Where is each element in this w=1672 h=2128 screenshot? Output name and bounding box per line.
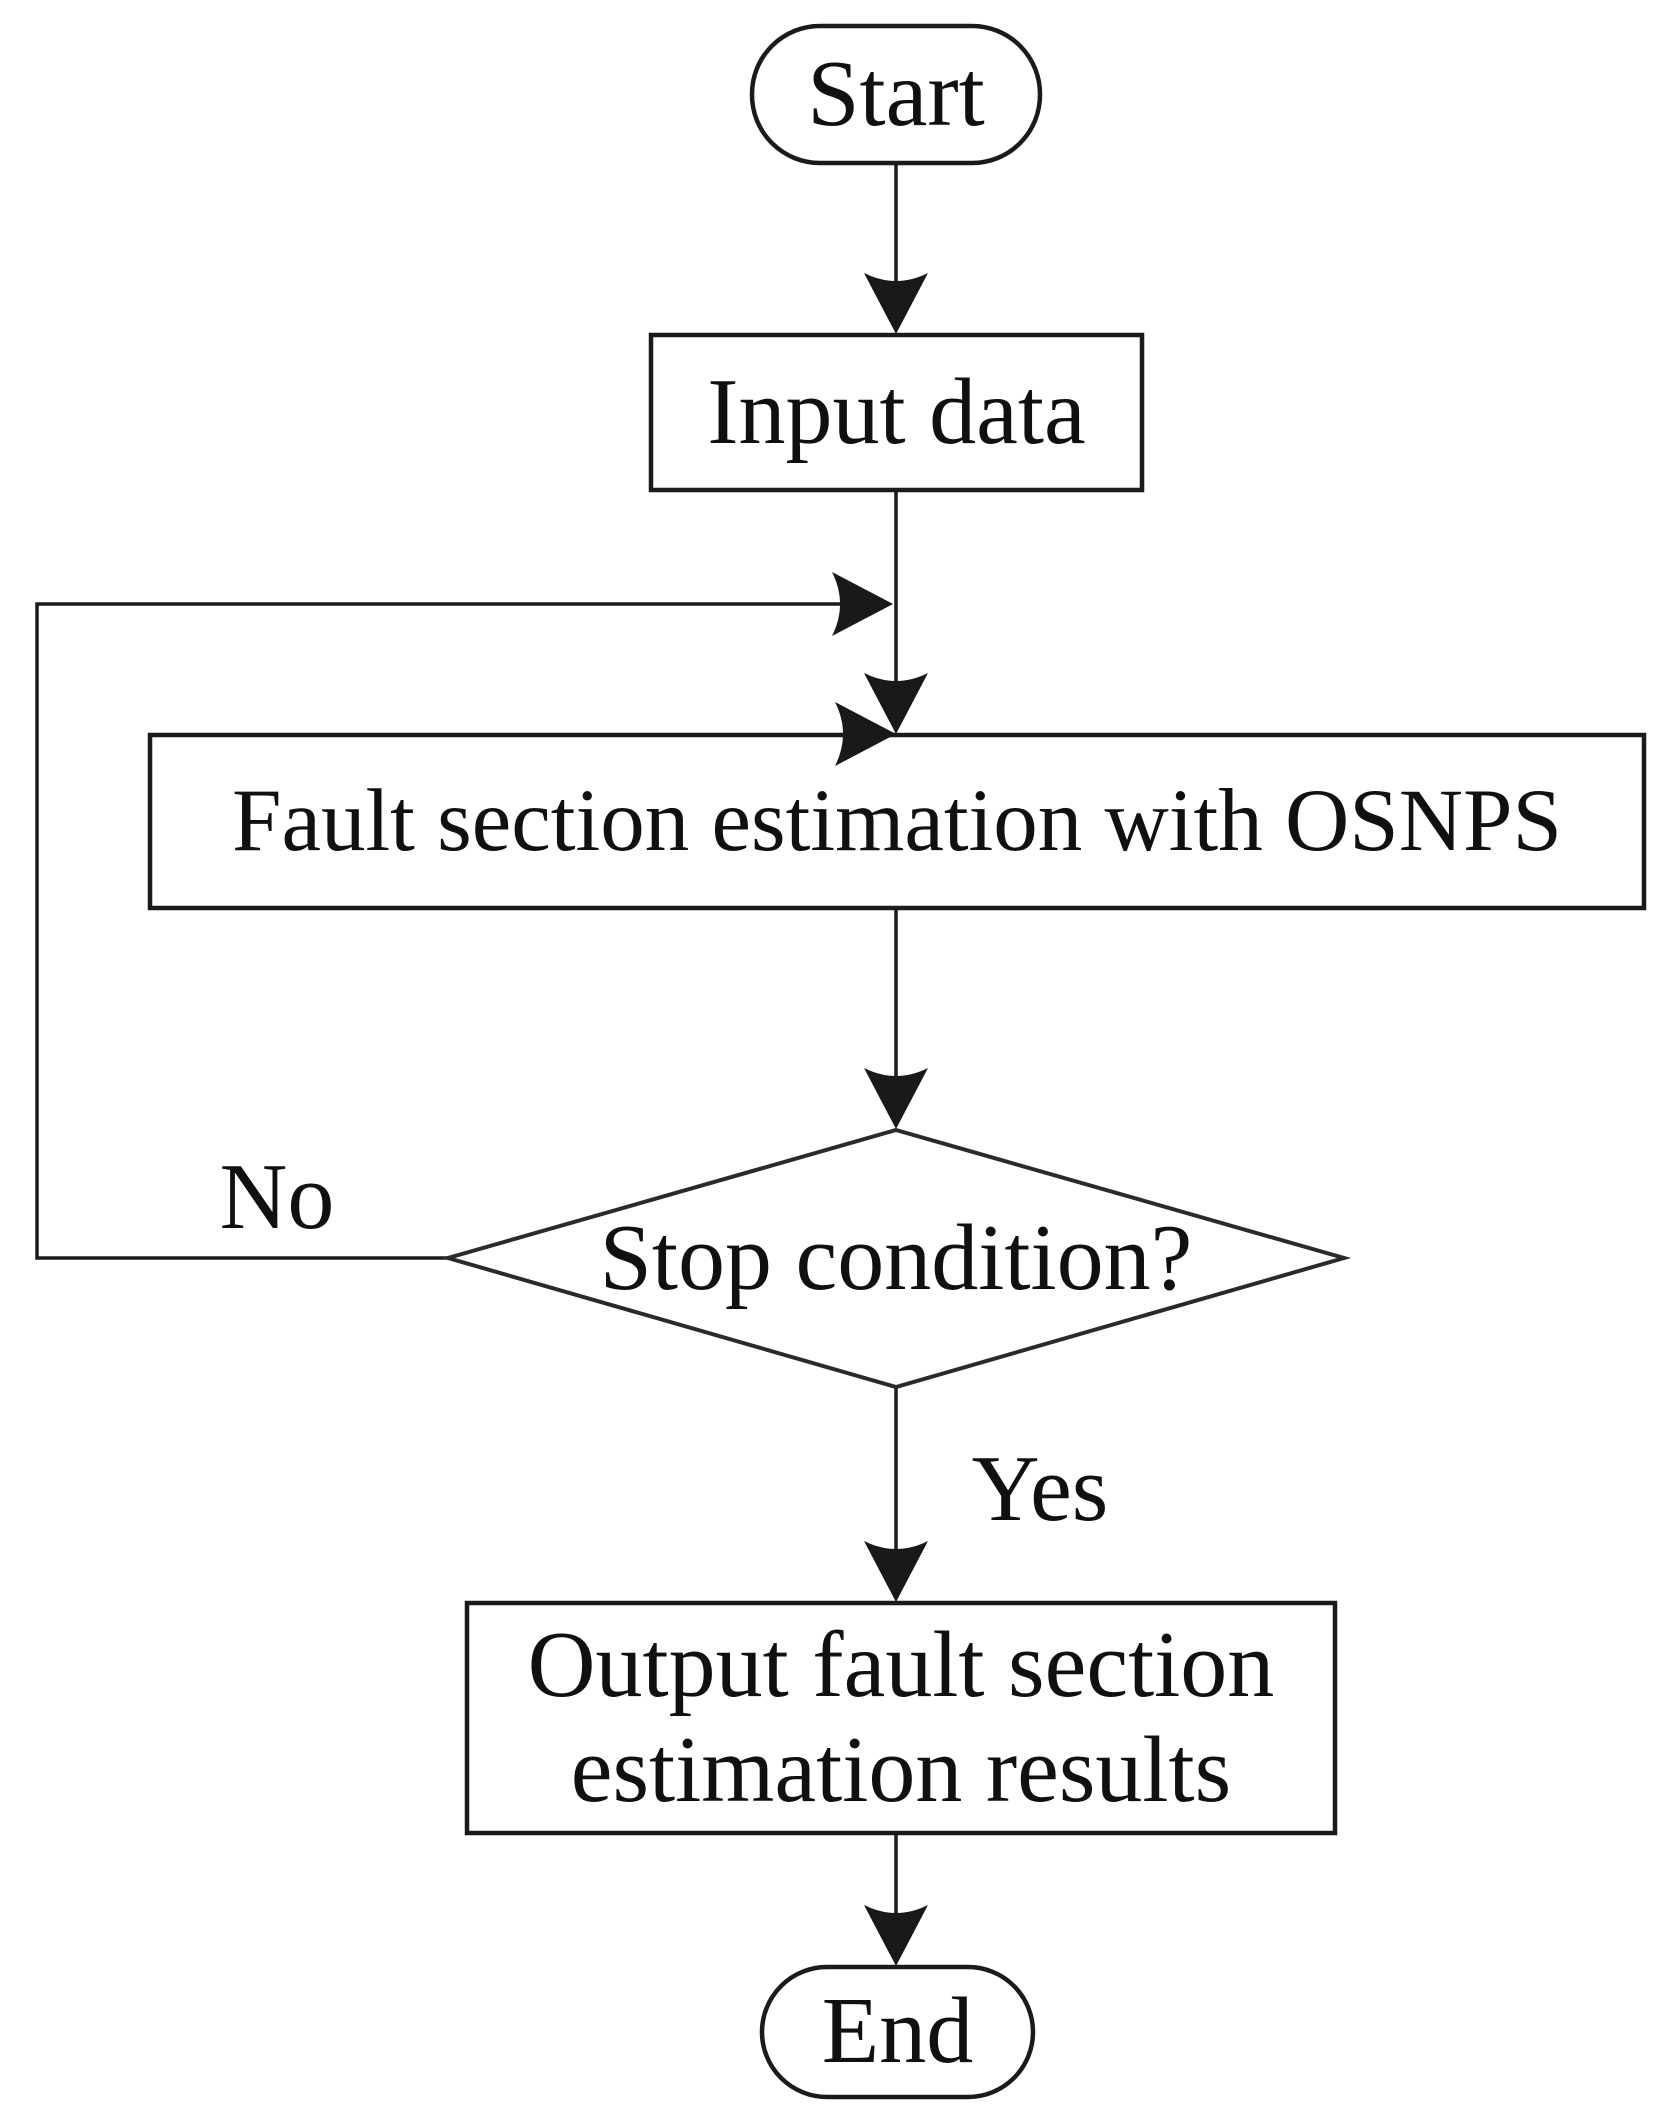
- connector-no-loop: [35, 602, 852, 1260]
- shape-stop-decision: [440, 1127, 1352, 1390]
- shape-end-terminator: [759, 1964, 1036, 2100]
- arrowhead-into-decision: [864, 1068, 928, 1129]
- arrowhead-into-input: [864, 273, 928, 334]
- shape-fault-process: [147, 732, 1647, 911]
- arrowhead-into-end: [864, 1905, 928, 1966]
- arrowhead-into-output: [864, 1541, 928, 1602]
- shape-input-process: [648, 332, 1145, 493]
- shape-output-process: [464, 1600, 1338, 1836]
- arrowhead-no-junction: [835, 702, 896, 766]
- arrowhead-into-fault: [864, 673, 928, 734]
- shape-start-terminator: [749, 23, 1043, 166]
- arrowhead-junction-right: [832, 572, 893, 636]
